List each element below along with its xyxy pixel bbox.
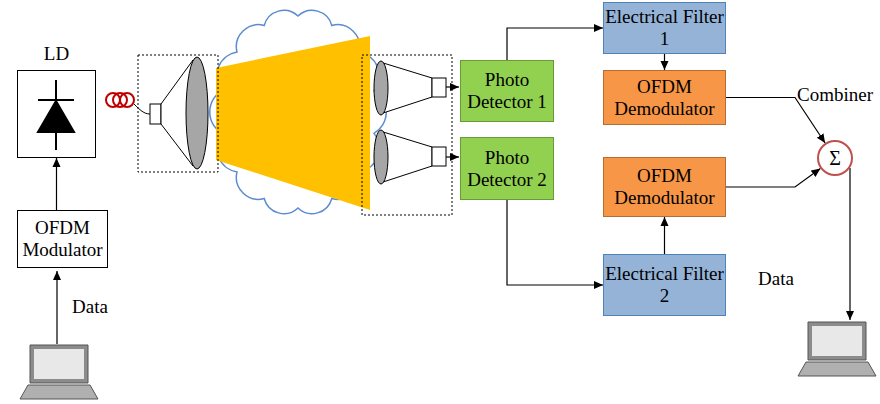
- connector-arrow: [726, 169, 820, 187]
- detector-box: Photo Detector 2: [460, 137, 554, 200]
- connector-arrow: [507, 28, 603, 60]
- receiver-lens: [374, 61, 388, 115]
- transmitter-frame: [138, 55, 218, 172]
- laser-diode-box: LD: [17, 70, 96, 158]
- data-arrow: [56, 271, 57, 344]
- connector-arrow: [507, 200, 603, 285]
- box-label: OFDM Demodulator: [604, 76, 725, 120]
- signal-arrow: [446, 86, 459, 87]
- fiber-collimator: [150, 104, 161, 124]
- receiver-detector-head: [432, 78, 446, 97]
- light-beam: [216, 36, 370, 210]
- receiver-frame: [362, 55, 452, 215]
- laptop-icon: [798, 322, 876, 376]
- fiber: [134, 104, 150, 114]
- box-label: OFDM Demodulator: [604, 165, 725, 209]
- receiver-lens: [374, 130, 388, 184]
- laptop-icon: [20, 345, 98, 399]
- detector-box: Photo Detector 1: [460, 60, 554, 122]
- signal-arrow: [446, 156, 459, 157]
- box-label: Photo Detector 1: [461, 69, 553, 113]
- transmitter-lens: [186, 57, 208, 169]
- filter-box: Electrical Filter 1: [603, 2, 726, 54]
- demodulator-box: OFDM Demodulator: [603, 70, 726, 125]
- box-label: OFDM Modulator: [18, 217, 107, 261]
- box-label: Photo Detector 2: [461, 147, 553, 191]
- data-label: Data: [758, 268, 794, 290]
- connector-arrow: [56, 158, 57, 210]
- laser-diode-symbol: [38, 80, 74, 150]
- node-heading: LD: [44, 43, 69, 65]
- cloud-outline: [210, 10, 387, 213]
- fiber-coil: [106, 93, 134, 107]
- combiner-circle: CombinerΣ: [817, 140, 853, 176]
- connector-arrow: [664, 54, 665, 70]
- modulator-box: OFDM Modulator: [17, 210, 108, 268]
- connector-arrow: [664, 217, 665, 254]
- data-arrow: [849, 168, 850, 320]
- box-label: Electrical Filter 1: [604, 6, 725, 50]
- data-label: Data: [72, 296, 108, 318]
- filter-box: Electrical Filter 2: [603, 254, 726, 316]
- sum-symbol: Σ: [829, 148, 841, 168]
- node-heading: Combiner: [797, 84, 873, 106]
- box-label: Electrical Filter 2: [604, 263, 725, 307]
- receiver-detector-head: [432, 147, 446, 166]
- demodulator-box: OFDM Demodulator: [603, 157, 726, 217]
